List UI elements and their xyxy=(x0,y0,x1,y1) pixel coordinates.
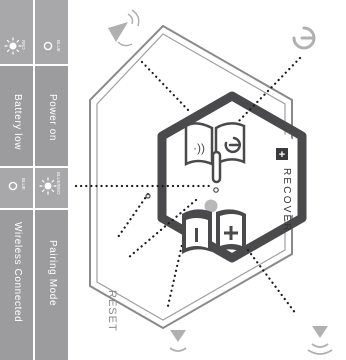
legend-cell-power-on xyxy=(35,66,68,166)
power-icon xyxy=(292,26,316,50)
volume-minus-button[interactable] xyxy=(182,209,212,254)
volume-plus-button[interactable] xyxy=(216,209,246,254)
legend-cell-battery-low xyxy=(0,66,33,166)
recover-badge-plus: + xyxy=(279,149,285,161)
plus-key-glyph xyxy=(224,226,238,240)
steady-led-icon xyxy=(43,41,53,51)
callout-lines xyxy=(74,56,302,316)
legend-cell-wireless-connected xyxy=(0,210,33,360)
center-led xyxy=(204,199,218,213)
wireless-antenna-icon xyxy=(108,9,140,47)
blinking-led-icon xyxy=(39,177,57,195)
recover-badge xyxy=(276,148,288,160)
device-body xyxy=(157,91,307,263)
legend-cell-red-indicator xyxy=(0,0,33,64)
steady-led-icon xyxy=(8,181,18,191)
device-outer-shell xyxy=(89,24,293,330)
status-indicator-slot xyxy=(211,150,222,184)
power-button-icon xyxy=(224,136,241,154)
volume-down-icon xyxy=(169,330,187,352)
minus-key-glyph xyxy=(195,228,198,242)
wireless-icon: ·)) xyxy=(193,141,205,155)
reset-label: RESET xyxy=(106,290,118,332)
recover-label: RECOVER xyxy=(281,168,292,233)
volume-up-icon xyxy=(307,326,333,355)
legend-cell-bluered-indicator xyxy=(35,168,68,208)
reset-hole[interactable] xyxy=(213,187,219,193)
legend-cell-blue-indicator xyxy=(35,0,68,64)
led-legend-panel: RED BLUE BLUE BLUE/RED Battery low Power… xyxy=(0,0,68,360)
wireless-button[interactable]: ·)) xyxy=(184,122,214,167)
legend-cell-pairing-mode xyxy=(35,210,68,360)
recover-hole[interactable] xyxy=(145,193,151,199)
blinking-led-icon xyxy=(4,37,22,55)
device-outer-shell-inner xyxy=(96,33,286,321)
power-button[interactable] xyxy=(214,122,246,167)
